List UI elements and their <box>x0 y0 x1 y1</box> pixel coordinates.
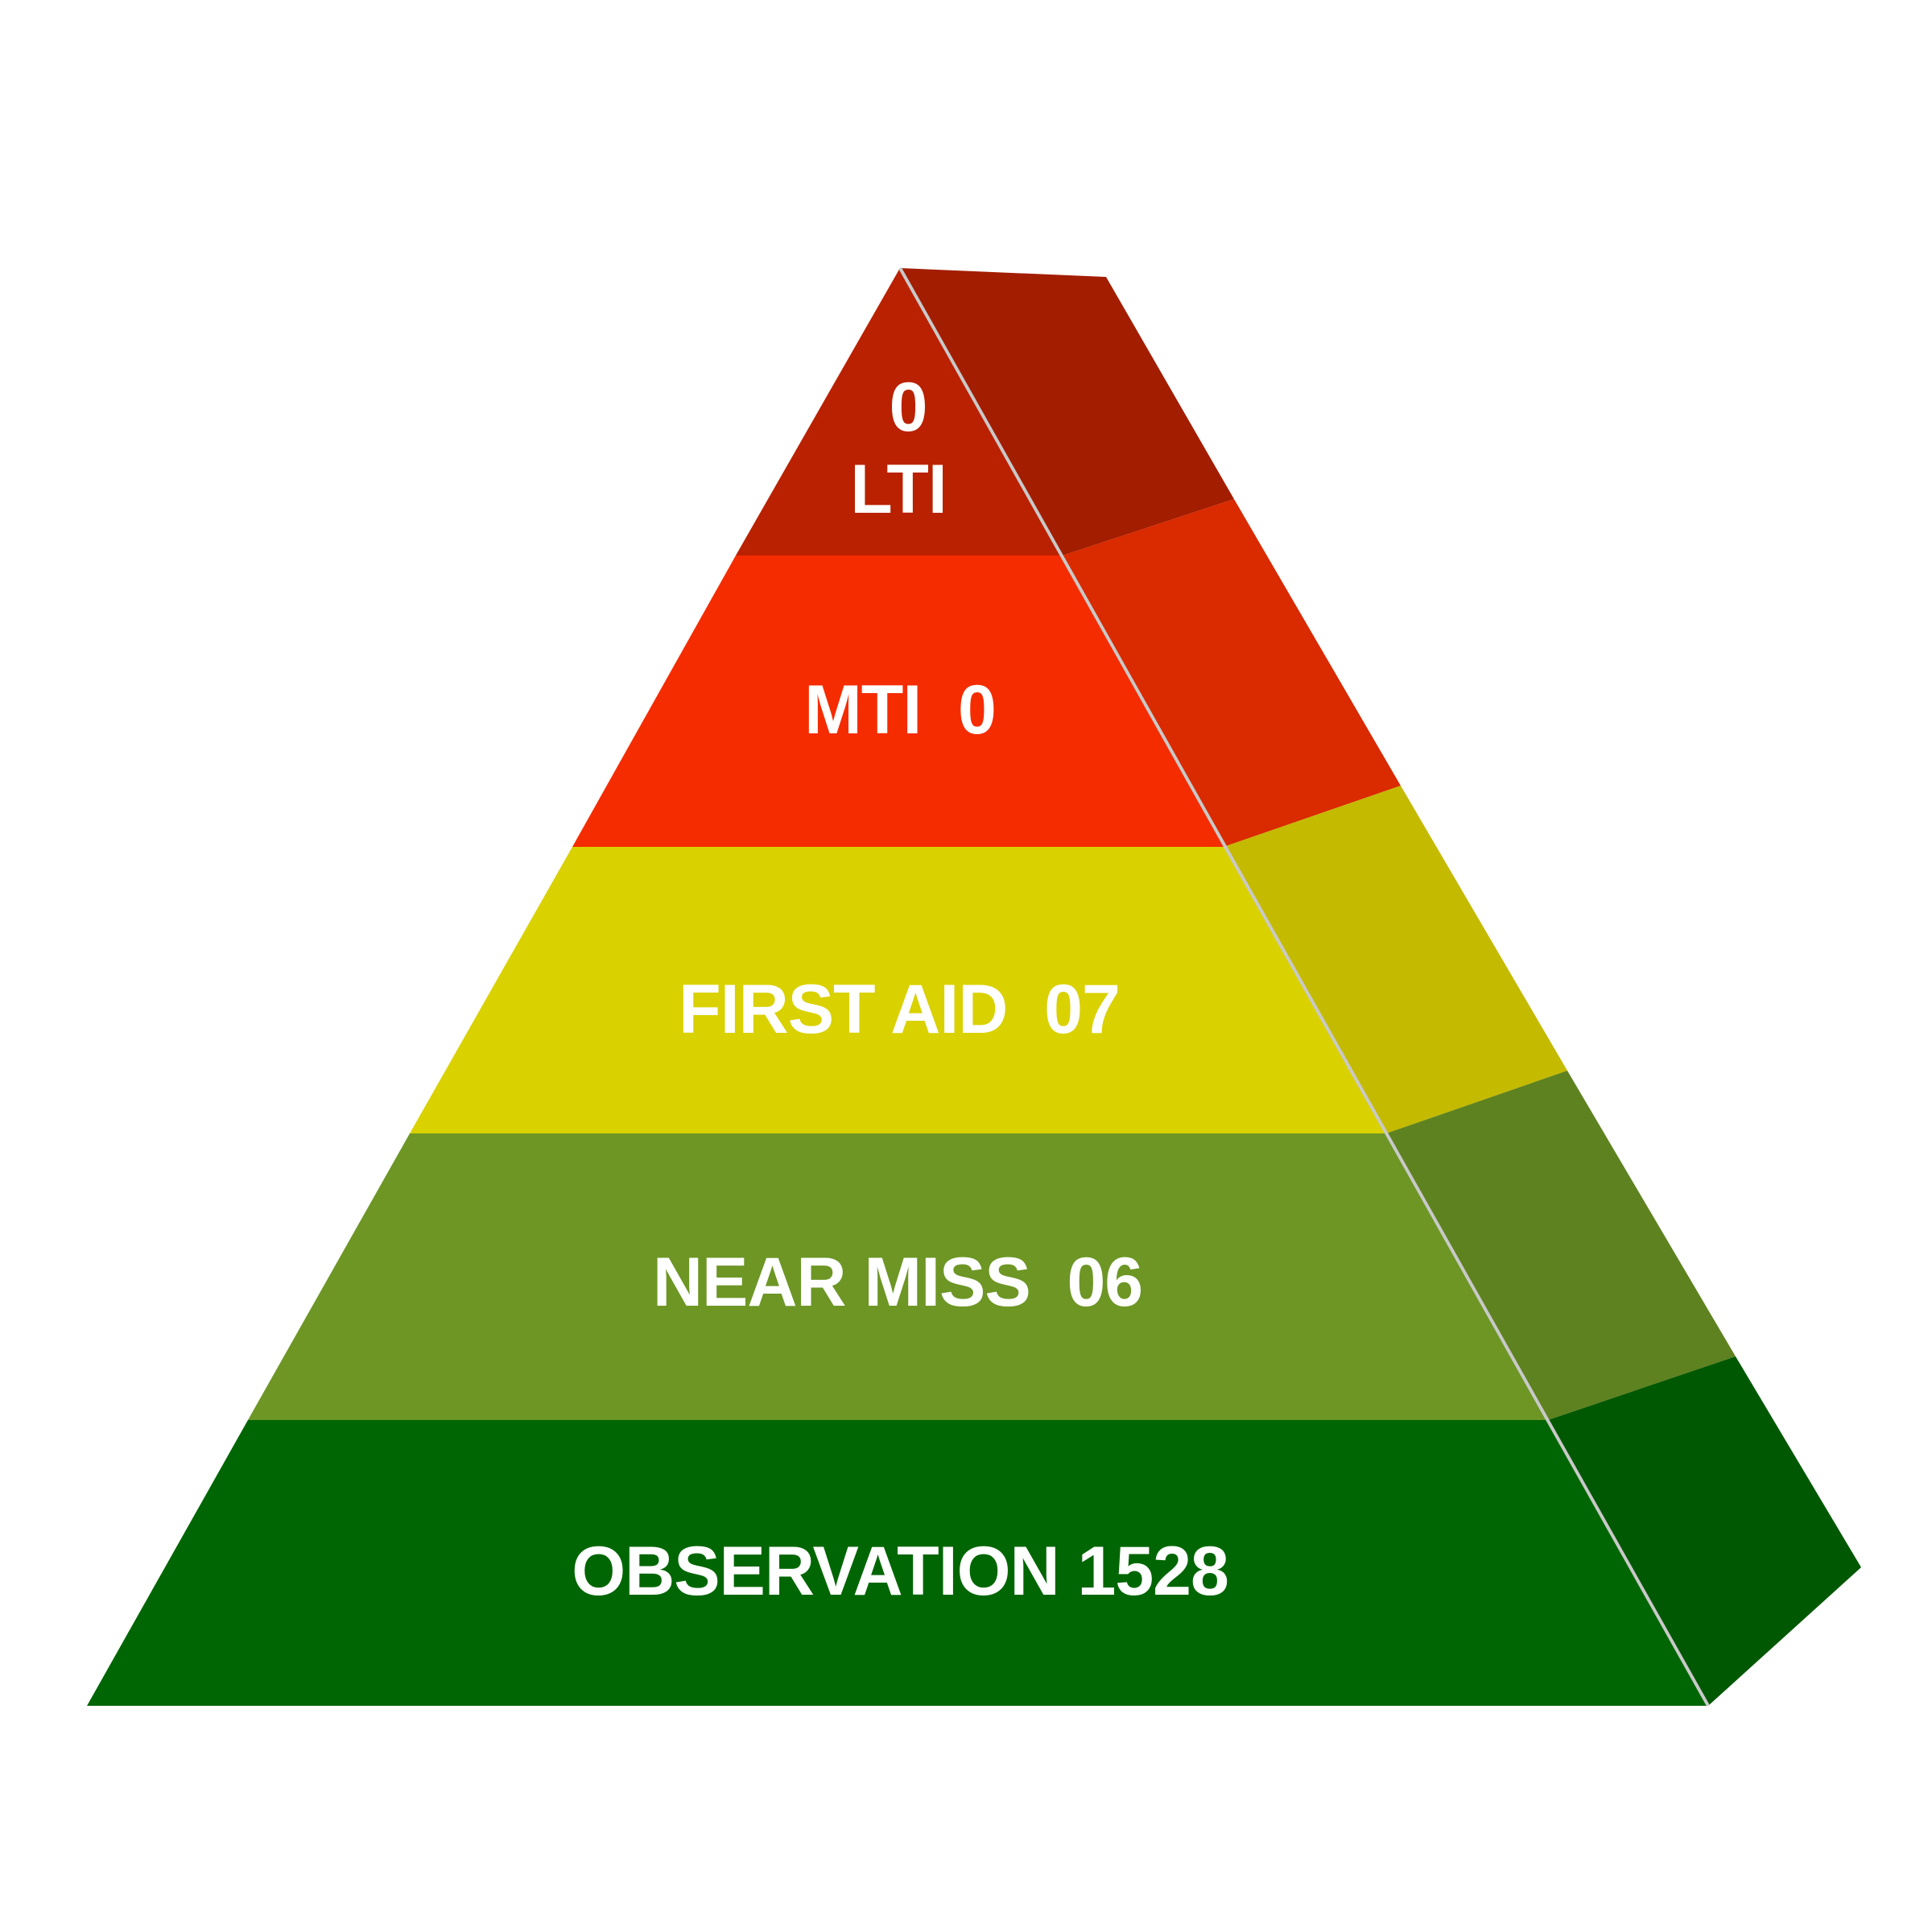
tier-near-miss-label: NEAR MISS 06 <box>653 1244 1142 1321</box>
tier-lti-value: 0 <box>890 369 927 446</box>
tier-lti-side <box>900 268 1234 555</box>
tier-observation-side <box>1548 1356 1861 1706</box>
tier-mti-front <box>572 555 1224 847</box>
tier-observation-front <box>87 1420 1708 1706</box>
tier-near-miss-front <box>248 1133 1548 1420</box>
pyramid-ridge-edge <box>898 267 1710 1707</box>
tier-mti-side <box>1063 499 1401 847</box>
tier-lti-label: LTI <box>850 451 947 528</box>
tier-first-aid-front <box>410 847 1386 1133</box>
tier-first-aid-label: FIRST AID 07 <box>679 971 1120 1048</box>
tier-lti-front <box>736 268 1063 555</box>
tier-mti-label: MTI 0 <box>804 671 996 749</box>
tier-first-aid-side <box>1224 786 1567 1133</box>
tier-near-miss-side <box>1386 1071 1736 1420</box>
tier-observation-label: OBSERVATION 1528 <box>572 1533 1228 1610</box>
